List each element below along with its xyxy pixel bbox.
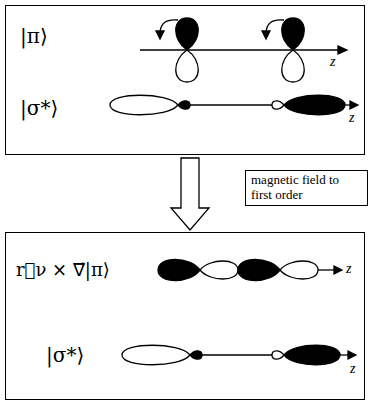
ket-label: r⃗ν × ∇⃗|π⟩ [16,259,110,281]
axis-label: z [330,55,335,69]
ket-label: |σ*⟩ [20,96,58,120]
ket-label: |σ*⟩ [46,343,84,367]
ket-label: |π⟩ [20,24,48,48]
state-panel: |π⟩ |σ*⟩ [5,5,365,155]
axis-label: z [350,362,355,376]
block-arrow [171,158,209,230]
axis-label: z [346,262,351,276]
note-text: magnetic field to first order [251,173,362,203]
field-note-box: magnetic field to first order [245,170,368,206]
axis-label: z [349,111,354,125]
state-panel: r⃗ν × ∇⃗|π⟩ |σ*⟩ [5,232,365,400]
